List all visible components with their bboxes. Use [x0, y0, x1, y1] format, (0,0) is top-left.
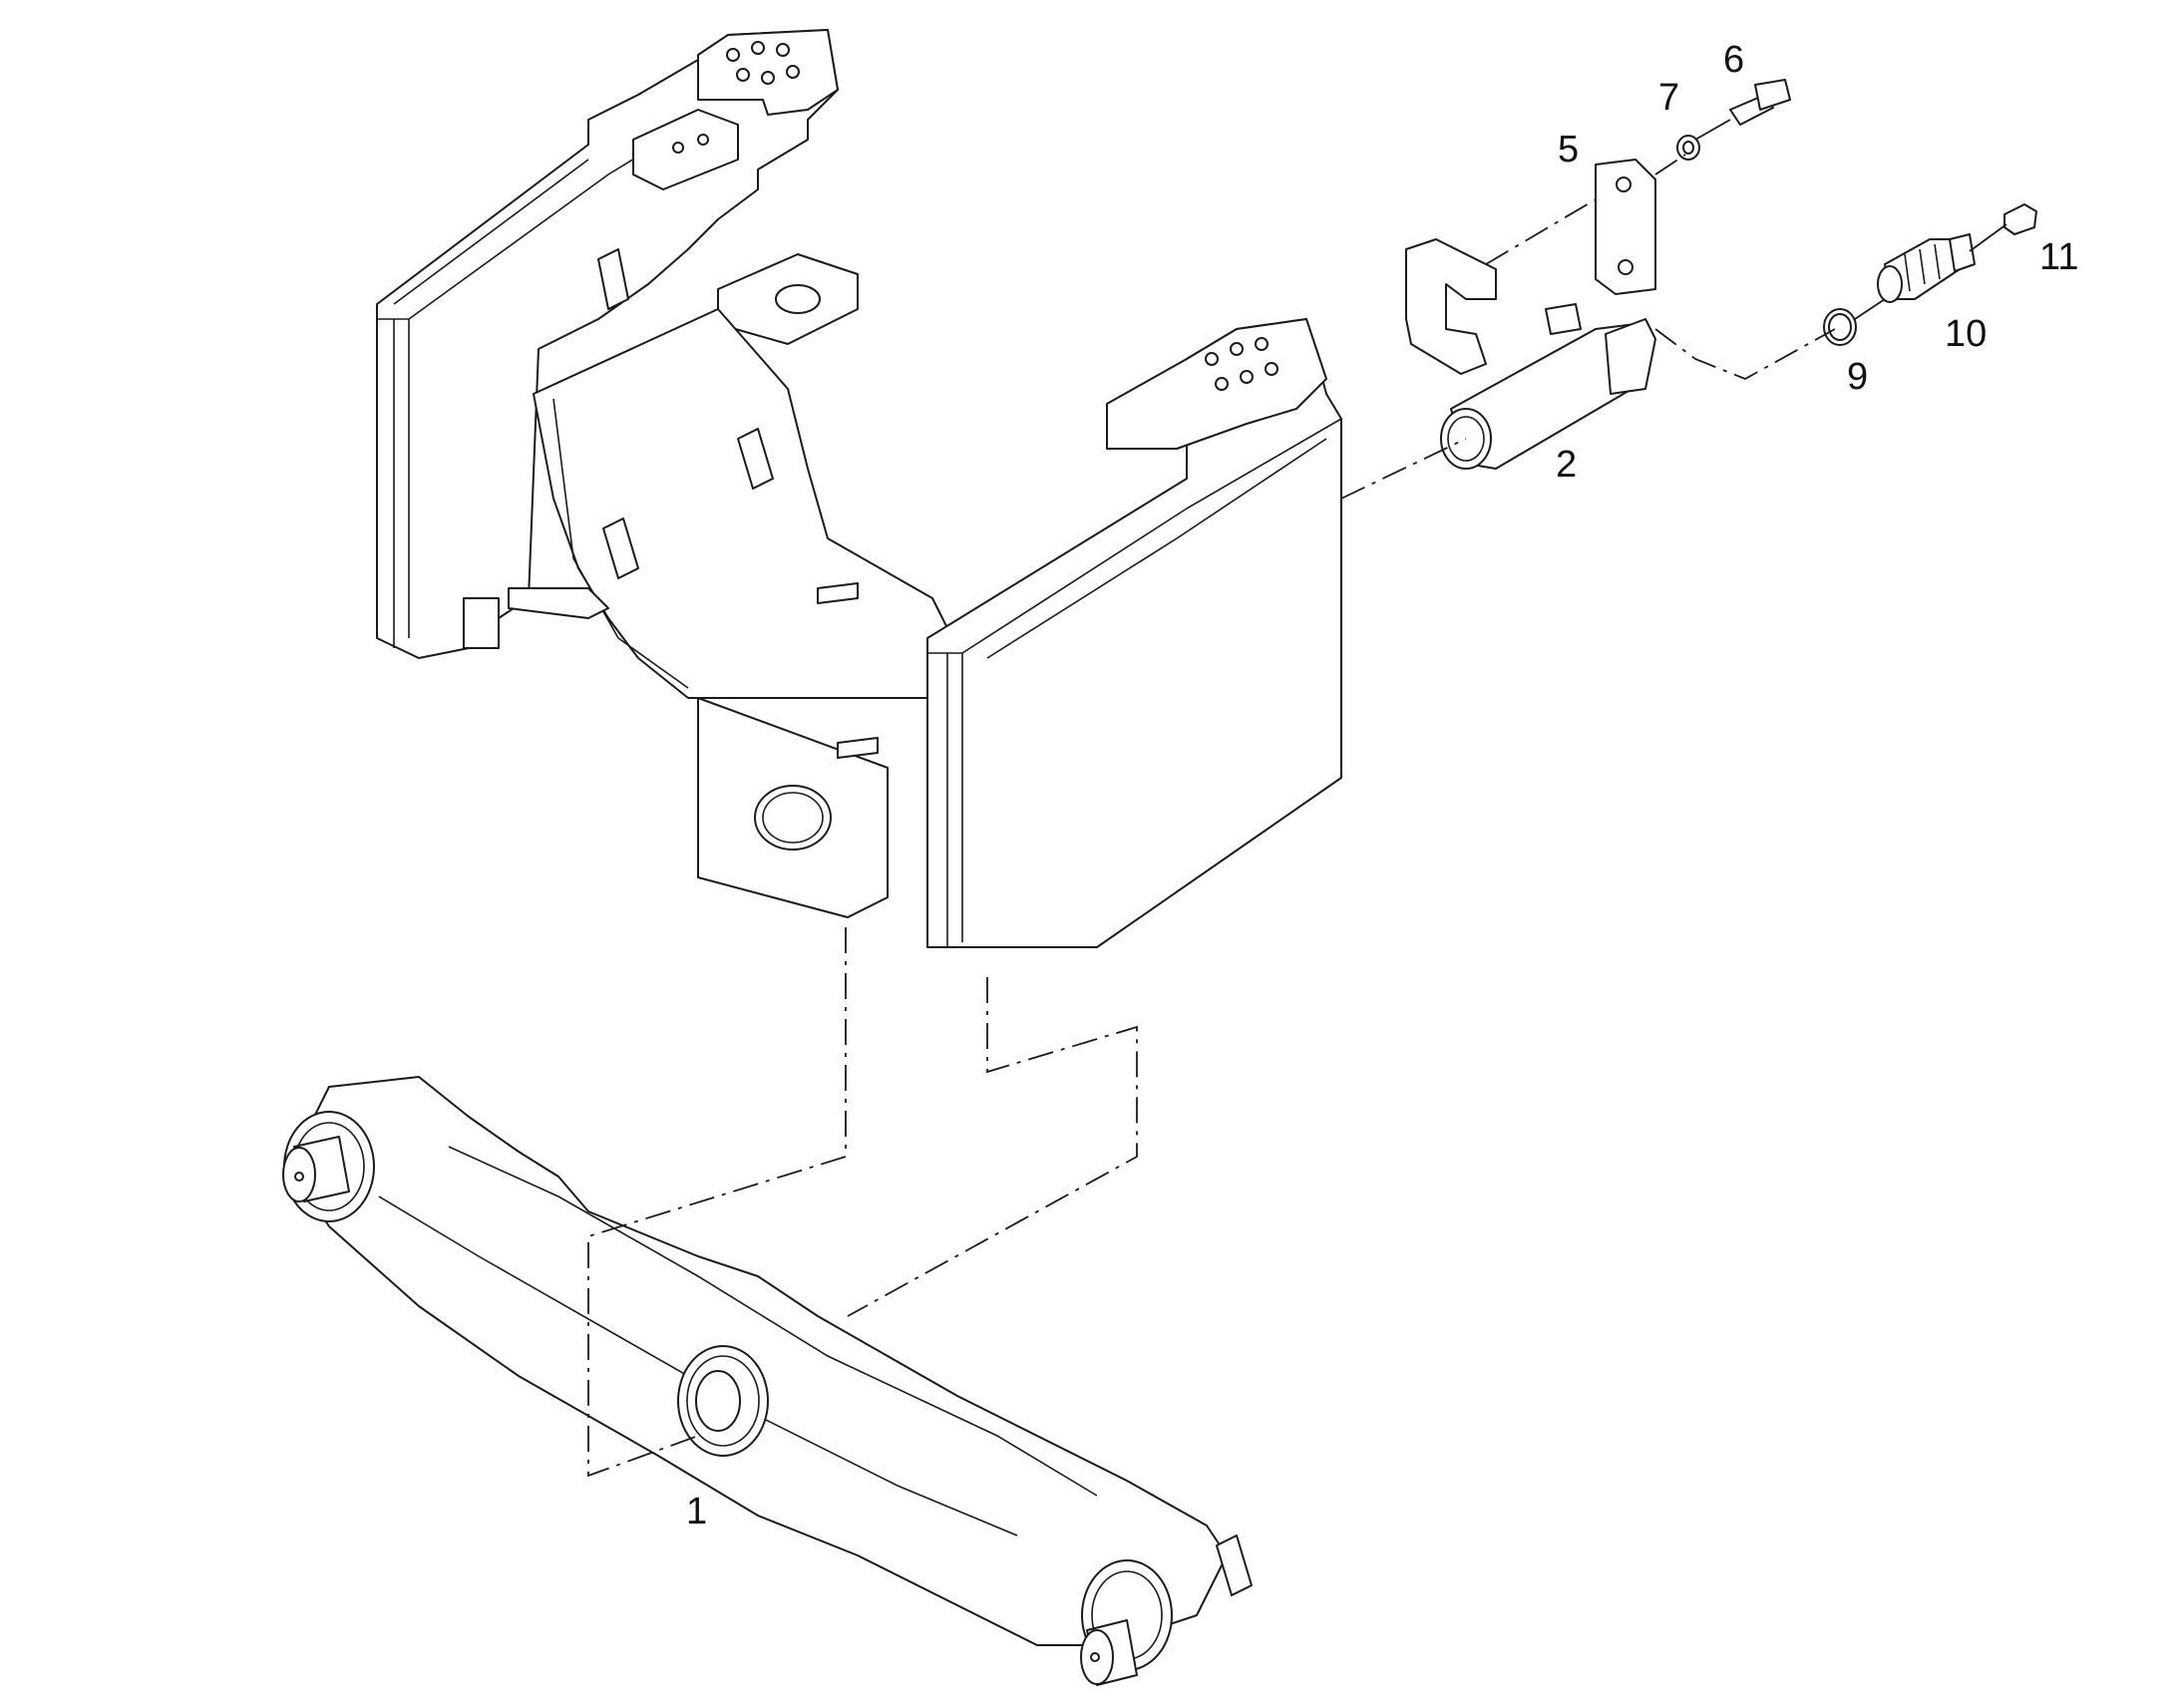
center-bearing — [677, 1345, 769, 1457]
callout-6: 6 — [1723, 39, 1744, 81]
cap-11 — [2003, 203, 2037, 235]
callout-10: 10 — [1945, 313, 1987, 355]
washer-7 — [1676, 135, 1700, 161]
retainer-plate — [1595, 159, 1656, 295]
fitting-10 — [1877, 233, 1976, 303]
callout-1: 1 — [686, 1491, 707, 1533]
pivot-pin — [1440, 303, 1656, 470]
right-bearing-end — [1080, 1535, 1253, 1686]
trunnion-axle-beam — [282, 1076, 1253, 1686]
callout-2: 2 — [1556, 444, 1577, 486]
callout-11: 11 — [2039, 236, 2078, 278]
cover-bracket — [1405, 238, 1497, 375]
callout-7: 7 — [1658, 77, 1679, 119]
bolt-6 — [1729, 79, 1791, 126]
left-bearing-end — [282, 1111, 375, 1222]
callout-9: 9 — [1847, 356, 1868, 398]
o-ring-9 — [1823, 308, 1857, 346]
leader-lines — [587, 119, 2007, 1478]
callout-5: 5 — [1558, 129, 1579, 171]
callout-labels: 1 2 5 6 7 9 10 11 — [686, 39, 2078, 1533]
axle-frame-housing — [376, 29, 1342, 948]
